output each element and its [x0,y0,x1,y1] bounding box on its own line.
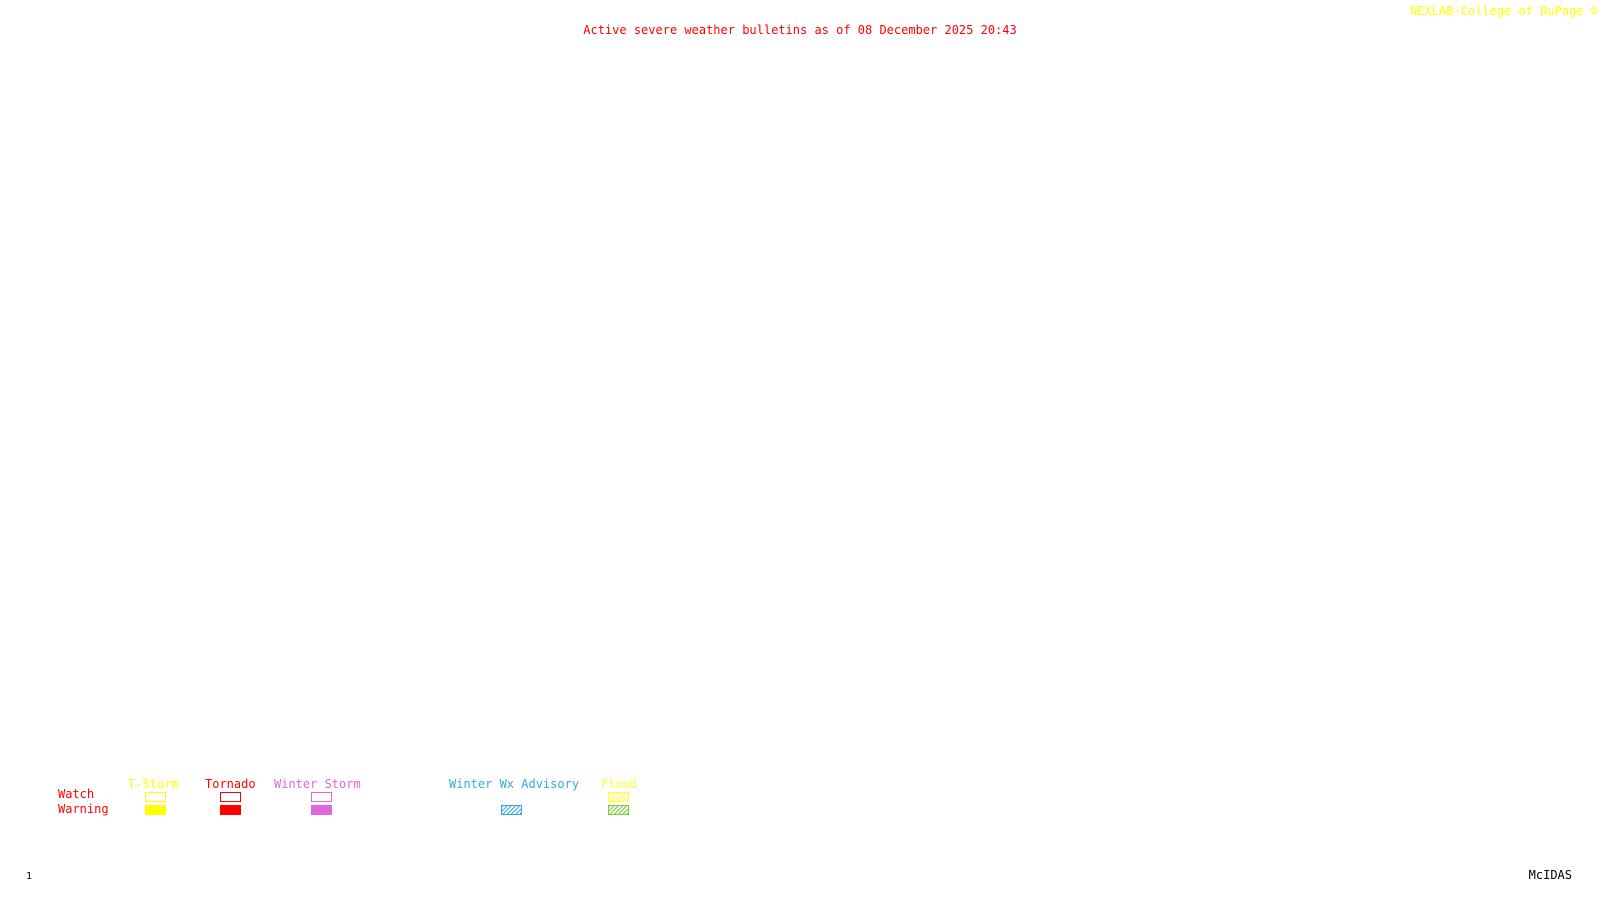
legend-swatch-tstorm-warning [145,805,166,815]
legend-swatch-winter-storm-warning [311,805,332,815]
map-area [0,40,1600,770]
legend: Watch Warning T-Storm Tornado Winter Sto… [0,776,660,836]
legend-swatch-tornado-warning [220,805,241,815]
legend-swatch-winter-wx-advisory-warning [501,805,522,815]
legend-label-winter-wx-advisory: Winter Wx Advisory [449,777,580,791]
software-label: McIDAS [1528,868,1572,882]
legend-swatch-flood-warning [608,805,629,815]
legend-row-watch-label: Watch [58,787,95,801]
legend-swatch-tstorm-watch [145,792,166,802]
legend-label-tornado: Tornado [205,777,256,791]
legend-swatch-tornado-watch [220,792,241,802]
legend-label-tstorm: T-Storm [128,777,179,791]
legend-swatch-flood-watch [608,792,629,802]
legend-swatch-winter-storm-watch [311,792,332,802]
legend-label-winter-storm: Winter Storm [274,777,361,791]
bulletin-title: Active severe weather bulletins as of 08… [583,23,1017,37]
source-credit: NEXLAB-College of DuPage © [1410,4,1598,18]
legend-label-flood: Flood [601,777,638,791]
legend-row-warning-label: Warning [58,802,109,816]
frame-number: 1 [26,871,33,882]
